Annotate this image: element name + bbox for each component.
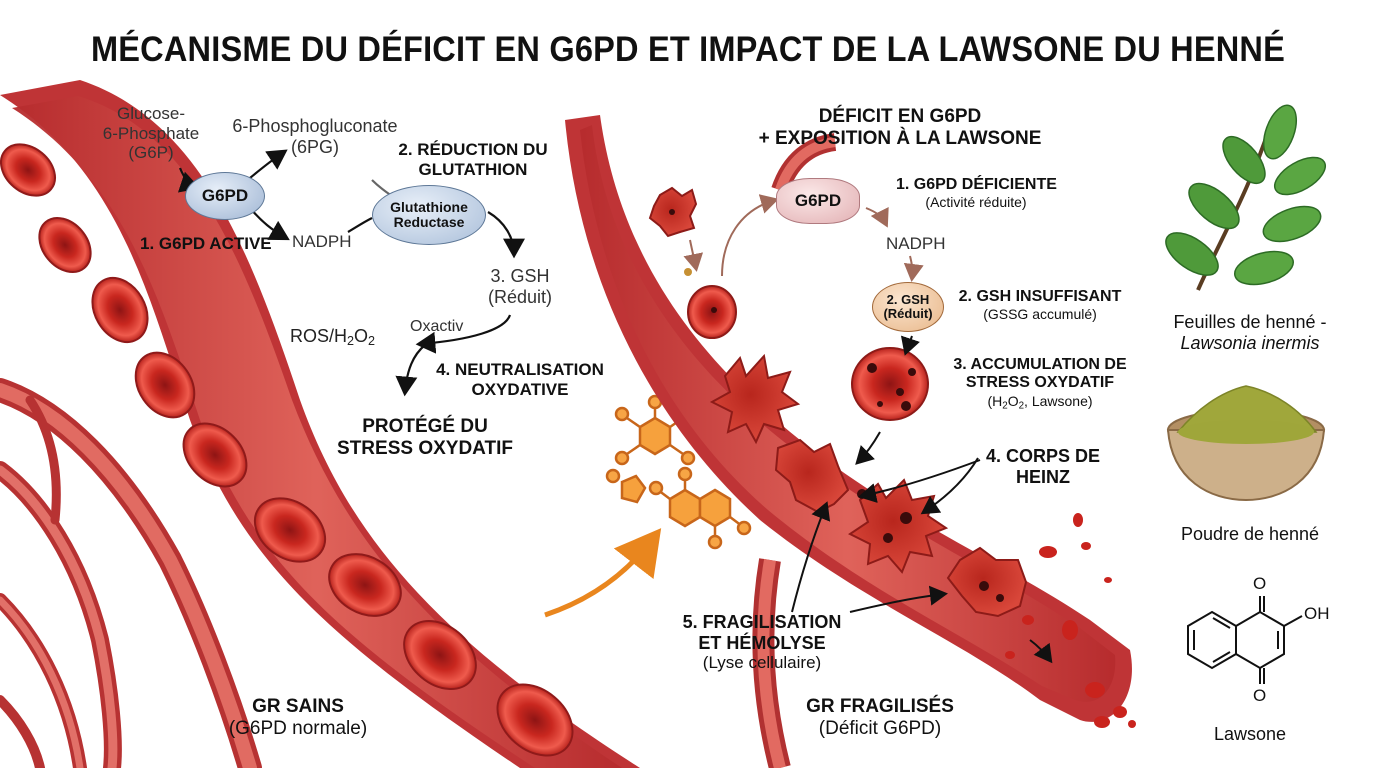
henna-leaves-illustration: [1165, 104, 1326, 291]
heinz-bodies: [669, 209, 1004, 602]
right-step3-detail: (H2O2, Lawsone): [950, 393, 1130, 412]
g6p-label-line: 6-Phosphate: [102, 123, 200, 143]
gsh-node-line: (Réduit): [883, 306, 933, 321]
left-branch-vessels: [0, 378, 262, 768]
detail-sub: 2: [1018, 400, 1025, 412]
g6pd-node-active: G6PD: [185, 172, 265, 220]
damaged-rbc-caption: GR FRAGILISÉS (Déficit G6PD): [790, 696, 970, 740]
right-step4-line: HEINZ: [1016, 466, 1070, 487]
protected-label: PROTÉGÉ DU STRESS OXYDATIF: [330, 416, 520, 460]
right-step1: 1. G6PD DÉFICIENTE (Activité réduite): [896, 176, 1057, 211]
right-pathway-arrows: [683, 194, 1053, 664]
step3-label: 3. GSH (Réduit): [470, 266, 570, 307]
henna-powder-label: Poudre de henné: [1180, 524, 1320, 544]
page-title: MÉCANISME DU DÉFICIT EN G6PD ET IMPACT D…: [90, 30, 1286, 69]
detail-suffix: , Lawsone): [1024, 392, 1093, 409]
healthy-rbc-caption: GR SAINS (G6PD normale): [208, 696, 388, 740]
6pg-label-line: 6-Phosphogluconate: [232, 116, 398, 136]
healthy-vessel: [0, 80, 640, 768]
right-header-line: DÉFICIT EN G6PD: [818, 106, 982, 127]
detail-prefix: (H: [987, 392, 1003, 409]
right-step5-line: ET HÉMOLYSE: [698, 632, 826, 653]
right-step2-sub: (GSSG accumulé): [983, 306, 1097, 323]
g6p-label: Glucose- 6-Phosphate (G6P): [96, 104, 206, 163]
right-step3: 3. ACCUMULATION DE STRESS OXYDATIF (H2O2…: [950, 356, 1130, 411]
caption-sub: (G6PD normale): [228, 717, 368, 739]
healthy-rbcs: [0, 143, 574, 757]
right-step2-title: 2. GSH INSUFFISANT: [958, 288, 1122, 305]
right-step3-line: STRESS OXYDATIF: [965, 374, 1115, 392]
right-step5: 5. FRAGILISATION ET HÉMOLYSE (Lyse cellu…: [672, 612, 852, 673]
right-step5-sub: (Lyse cellulaire): [702, 653, 822, 673]
detail-sub: 2: [1002, 400, 1008, 412]
right-step2: 2. GSH INSUFFISANT (GSSG accumulé): [950, 288, 1130, 322]
step2-label: 2. RÉDUCTION DU GLUTATHION: [388, 140, 558, 179]
caption-sub: (Déficit G6PD): [818, 717, 942, 739]
ros-o: O: [354, 326, 369, 346]
lawsone-label: Lawsone: [1213, 724, 1287, 744]
lawsone-arrow: [544, 528, 662, 618]
gsh-node-line: 2. GSH: [886, 291, 930, 307]
blood-droplets: [1005, 513, 1136, 728]
ros-prefix: ROS/H: [290, 326, 348, 346]
lawsone-oh: OH: [1304, 604, 1330, 623]
right-header: DÉFICIT EN G6PD + EXPOSITION À LA LAWSON…: [740, 106, 1060, 150]
step4-line: 4. NEUTRALISATION: [436, 360, 604, 379]
6pg-label: 6-Phosphogluconate (6PG): [220, 116, 410, 157]
g6pd-node-deficient: G6PD: [776, 178, 860, 224]
ros-label: ROS/H2O2: [290, 326, 375, 349]
lawsone-o-top: O: [1253, 574, 1267, 593]
henna-leaves-line: Feuilles de henné -: [1173, 312, 1327, 332]
henna-powder-bowl: [1166, 385, 1326, 502]
ros-sub: 2: [347, 334, 355, 349]
caption-title: GR SAINS: [252, 696, 344, 717]
step3-line: 3. GSH: [490, 266, 550, 286]
protected-line: PROTÉGÉ DU: [362, 416, 488, 437]
step3-line: (Réduit): [487, 286, 553, 307]
right-step3-line: 3. ACCUMULATION DE: [953, 356, 1127, 373]
detail-o: O: [1007, 392, 1019, 409]
protected-line: STRESS OXYDATIF: [337, 437, 513, 459]
step1-label: 1. G6PD ACTIVE: [140, 234, 272, 253]
g6p-label-line: Glucose-: [116, 104, 186, 123]
right-step4: 4. CORPS DE HEINZ: [978, 446, 1108, 487]
right-nadph-label: NADPH: [886, 234, 946, 253]
nadph-label: NADPH: [292, 232, 352, 251]
right-step4-line: 4. CORPS DE: [985, 446, 1101, 466]
step2-line: GLUTATHION: [418, 159, 528, 179]
lawsone-o-bottom: O: [1253, 686, 1267, 705]
right-step1-sub: (Activité réduite): [925, 194, 1027, 211]
right-step1-title: 1. G6PD DÉFICIENTE: [896, 176, 1057, 193]
right-header-line: + EXPOSITION À LA LAWSONE: [758, 127, 1042, 149]
lawsone-molecules: [605, 394, 752, 550]
gsh-node: 2. GSH(Réduit): [872, 282, 944, 332]
henna-leaves-label: Feuilles de henné - Lawsonia inermis: [1150, 312, 1350, 353]
lawsone-structure: [1187, 596, 1303, 684]
caption-title: GR FRAGILISÉS: [806, 696, 954, 717]
step4-label: 4. NEUTRALISATION OXYDATIVE: [430, 360, 610, 399]
henna-leaves-species: Lawsonia inermis: [1180, 332, 1320, 353]
right-step5-line: 5. FRAGILISATION: [682, 612, 842, 632]
gr-line: Glutathione: [390, 198, 468, 215]
step2-line: 2. RÉDUCTION DU: [398, 140, 548, 159]
g6p-label-line: (G6P): [128, 143, 174, 163]
ros-sub: 2: [368, 334, 376, 349]
oxactiv-label: Oxactiv: [410, 318, 464, 335]
step4-line: OXYDATIVE: [471, 379, 569, 399]
6pg-label-line: (6PG): [290, 136, 339, 157]
gr-line: Reductase: [393, 214, 465, 230]
